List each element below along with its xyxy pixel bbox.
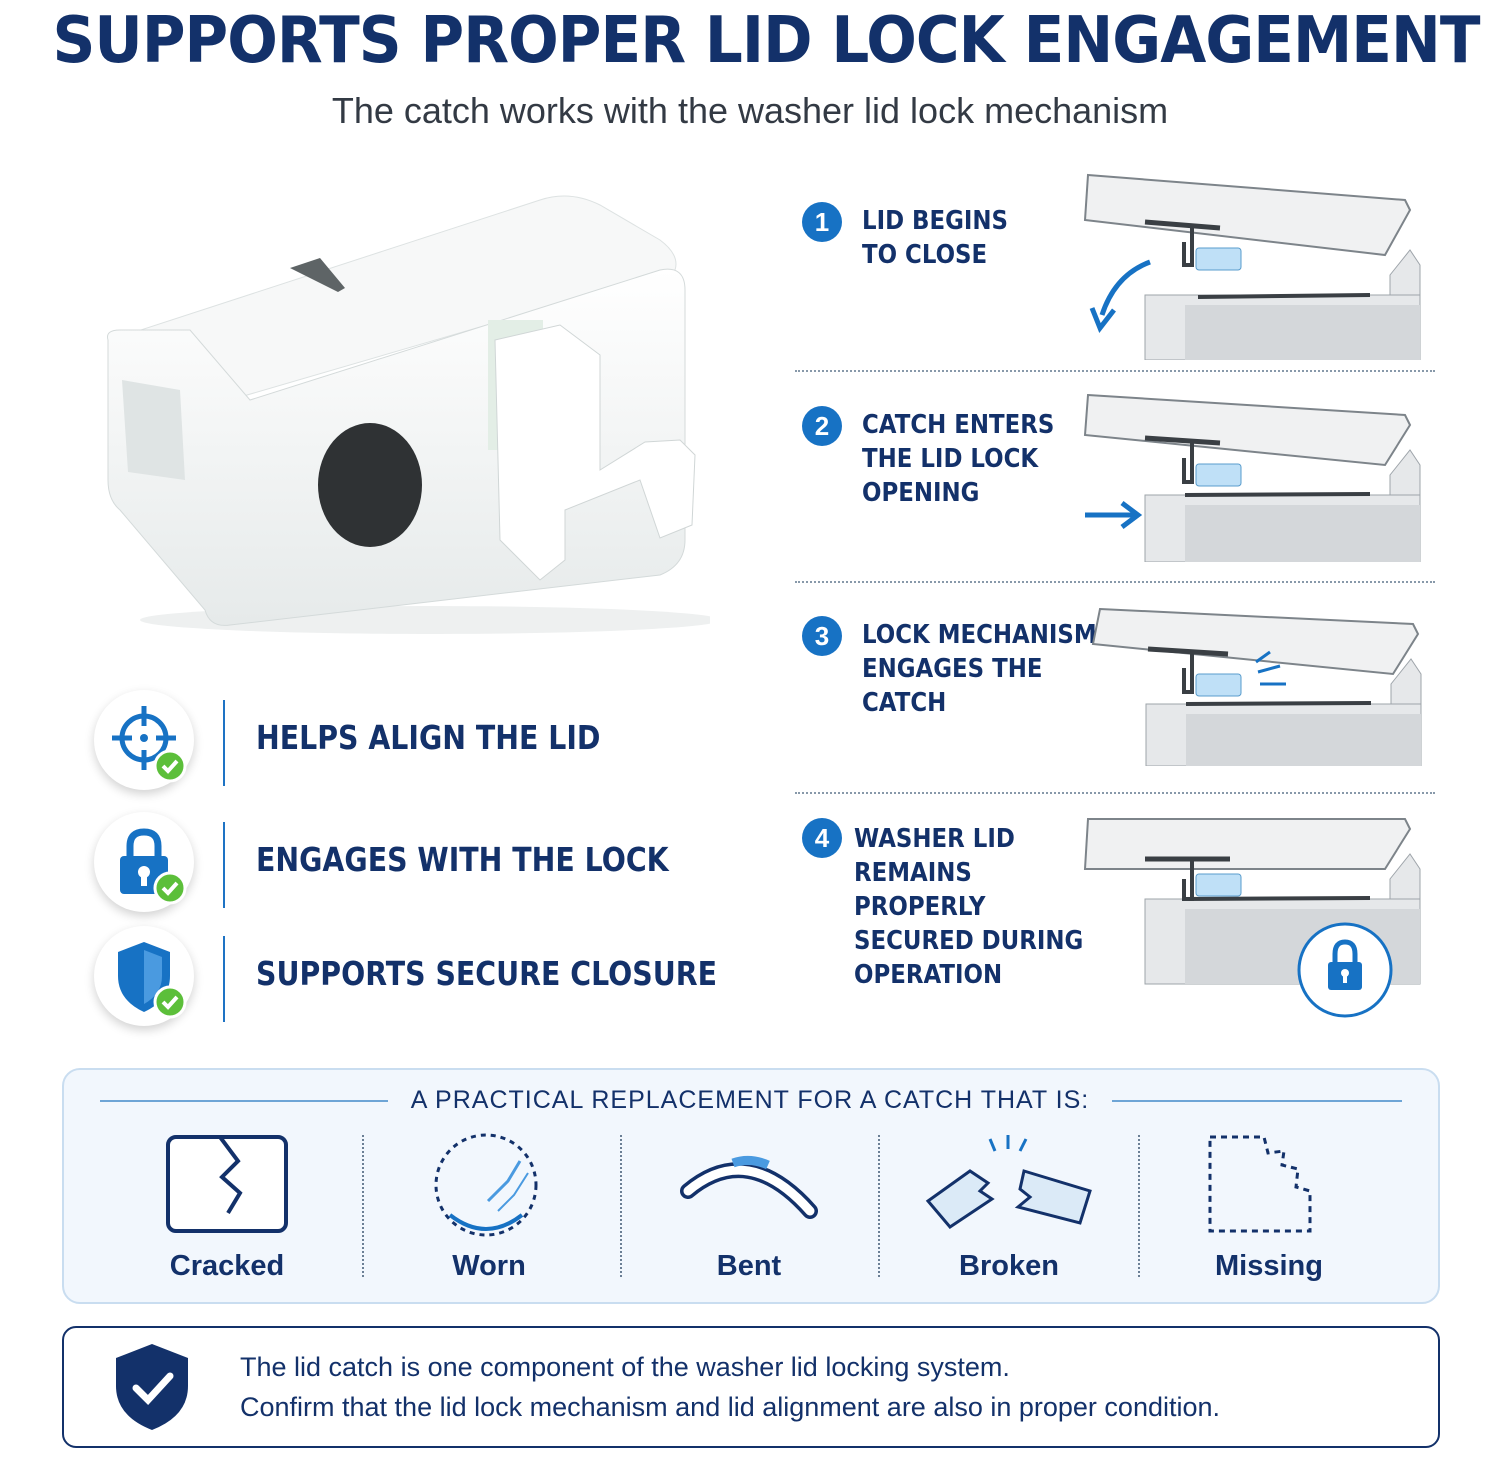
feature-row: ENGAGES WITH THE LOCK xyxy=(90,812,730,922)
step-number-badge: 3 xyxy=(802,616,842,656)
lid-closing-diagram xyxy=(1083,173,1421,360)
page-title: SUPPORTS PROPER LID LOCK ENGAGEMENT xyxy=(52,4,1481,78)
condition-divider xyxy=(362,1135,364,1277)
feature-row: HELPS ALIGN THE LID xyxy=(90,690,730,800)
broken-icon xyxy=(925,1135,1092,1229)
feature-label: ENGAGES WITH THE LOCK xyxy=(256,840,669,879)
condition-item: Missing xyxy=(1140,1125,1398,1295)
note-text-line-2: Confirm that the lid lock mechanism and … xyxy=(240,1392,1221,1422)
note-text-line-1: The lid catch is one component of the wa… xyxy=(240,1352,1010,1382)
heading-rule-right xyxy=(1112,1100,1402,1102)
step-divider xyxy=(795,370,1435,372)
feature-divider xyxy=(223,700,225,786)
condition-label: Broken xyxy=(959,1250,1059,1282)
step-number-badge: 4 xyxy=(802,818,842,858)
padlock-check-icon xyxy=(94,812,194,912)
lock-engaging-diagram xyxy=(1091,607,1422,766)
condition-item: Cracked xyxy=(98,1125,356,1295)
step-text: WASHER LID REMAINS PROPERLY SECURED DURI… xyxy=(854,824,1084,990)
condition-label: Missing xyxy=(1215,1250,1323,1282)
step-divider xyxy=(795,792,1435,794)
step-number-badge: 1 xyxy=(802,202,842,242)
feature-divider xyxy=(223,822,225,908)
step-1: 1 LID BEGINS TO CLOSE xyxy=(800,173,1440,360)
condition-divider xyxy=(620,1135,622,1277)
page-subtitle: The catch works with the washer lid lock… xyxy=(331,90,1169,131)
shield-check-icon xyxy=(116,1344,188,1430)
lid-secured-diagram xyxy=(1083,818,1421,1018)
missing-icon xyxy=(1208,1135,1312,1233)
condition-label: Cracked xyxy=(169,1250,285,1282)
bent-icon xyxy=(680,1155,818,1219)
condition-label: Worn xyxy=(452,1250,526,1282)
step-number-badge: 2 xyxy=(802,406,842,446)
step-text: LOCK MECHANISM ENGAGES THE CATCH xyxy=(862,620,1097,718)
step-text: LID BEGINS TO CLOSE xyxy=(862,206,1009,270)
condition-divider xyxy=(1138,1135,1140,1277)
step-3: 3 LOCK MECHANISM ENGAGES THE CATCH xyxy=(800,607,1440,779)
condition-item: Bent xyxy=(620,1125,878,1295)
condition-label: Bent xyxy=(716,1250,782,1282)
worn-icon xyxy=(434,1133,538,1237)
conditions-heading: A PRACTICAL REPLACEMENT FOR A CATCH THAT… xyxy=(410,1086,1090,1114)
feature-row: SUPPORTS SECURE CLOSURE xyxy=(90,926,730,1036)
step-text: CATCH ENTERS THE LID LOCK OPENING xyxy=(862,410,1055,508)
step-divider xyxy=(795,581,1435,583)
step-4: 4 WASHER LID REMAINS PROPERLY SECURED DU… xyxy=(800,818,1440,1030)
feature-divider xyxy=(223,936,225,1022)
cracked-icon xyxy=(166,1135,288,1233)
catch-entering-diagram xyxy=(1083,393,1421,562)
crosshair-check-icon xyxy=(94,690,194,790)
shield-check-icon xyxy=(94,926,194,1026)
heading-rule-left xyxy=(100,1100,388,1102)
step-2: 2 CATCH ENTERS THE LID LOCK OPENING xyxy=(800,393,1440,569)
condition-item: Broken xyxy=(880,1125,1138,1295)
feature-label: SUPPORTS SECURE CLOSURE xyxy=(256,954,718,993)
lid-catch-product-image xyxy=(107,195,710,634)
feature-label: HELPS ALIGN THE LID xyxy=(256,718,601,757)
condition-divider xyxy=(878,1135,880,1277)
condition-item: Worn xyxy=(360,1125,618,1295)
note-box xyxy=(62,1326,1440,1448)
